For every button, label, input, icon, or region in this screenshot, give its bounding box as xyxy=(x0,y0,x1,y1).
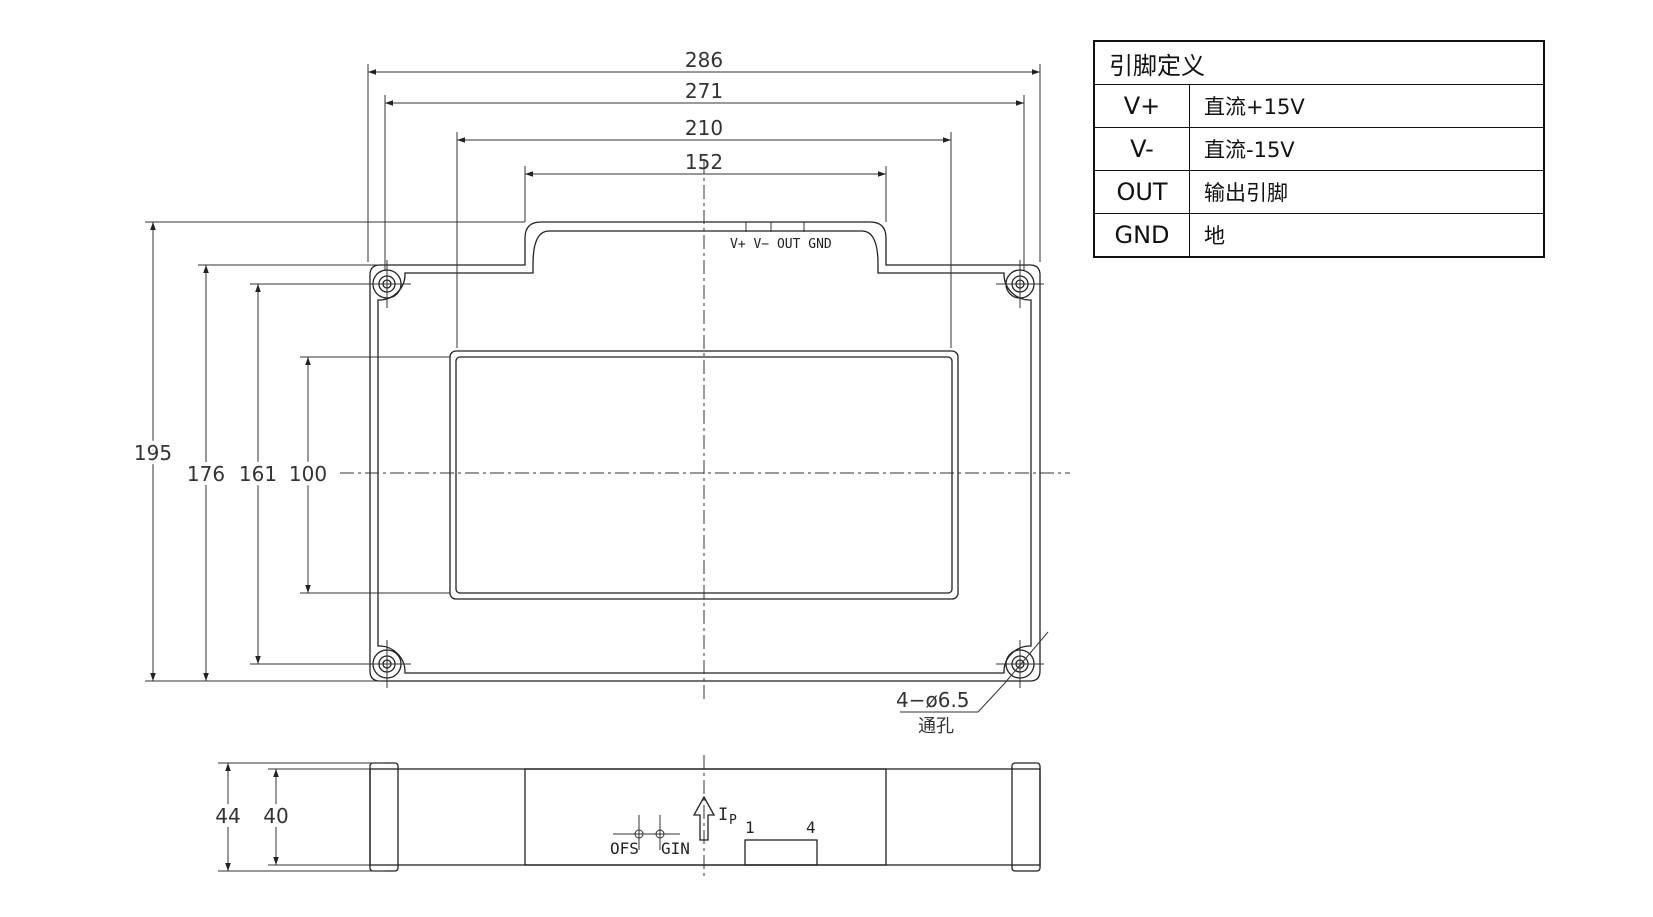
table-title: 引脚定义 xyxy=(1093,40,1545,85)
pin-name: V- xyxy=(1093,127,1190,171)
table-row: GND 地 xyxy=(1093,213,1545,258)
side-pin-block xyxy=(744,839,818,866)
top-view: V+ V− OUT GND xyxy=(340,160,1070,700)
pin-desc: 地 xyxy=(1189,213,1545,258)
table-title-row: 引脚定义 xyxy=(1093,40,1545,85)
table-row: OUT 输出引脚 xyxy=(1093,170,1545,214)
dim-161: 161 xyxy=(239,462,277,486)
dim-286: 286 xyxy=(685,48,723,72)
horizontal-dimensions: 286 271 210 152 xyxy=(367,48,1041,348)
dim-176: 176 xyxy=(187,462,225,486)
dim-40: 40 xyxy=(263,804,288,828)
pin-desc: 直流-15V xyxy=(1189,127,1545,171)
side-lug-left xyxy=(369,762,399,872)
side-body xyxy=(369,768,1041,866)
dim-195: 195 xyxy=(134,441,172,465)
hole-callout: 4−ø6.5 通孔 xyxy=(896,631,1049,737)
current-arrow xyxy=(692,795,716,841)
dim-152: 152 xyxy=(685,150,723,174)
vertical-dimensions: 195 176 161 100 xyxy=(130,221,525,682)
hole-note: 4−ø6.5 xyxy=(896,688,970,712)
pin-name: OUT xyxy=(1093,170,1190,214)
hole-note-sub: 通孔 xyxy=(918,716,954,737)
dim-100: 100 xyxy=(289,462,327,486)
side-lug-right xyxy=(1011,762,1041,872)
dim-271: 271 xyxy=(685,79,723,103)
pin-desc: 直流+15V xyxy=(1189,84,1545,128)
gin-label: GIN xyxy=(661,839,690,858)
side-view: I P 1 4 OFS GIN 44 40 xyxy=(211,755,1041,878)
ip-i: I xyxy=(718,805,728,825)
pin-definition-table: 引脚定义 V+ 直流+15V V- 直流-15V OUT 输出引脚 GND 地 xyxy=(1093,40,1545,258)
dim-210: 210 xyxy=(685,116,723,140)
ofs-label: OFS xyxy=(610,839,639,858)
pin1-label: 1 xyxy=(745,818,755,837)
table-row: V+ 直流+15V xyxy=(1093,84,1545,128)
outer-outline xyxy=(369,221,1041,682)
pin-name: V+ xyxy=(1093,84,1190,128)
dim-44: 44 xyxy=(215,804,240,828)
table-row: V- 直流-15V xyxy=(1093,127,1545,171)
pin-desc: 输出引脚 xyxy=(1189,170,1545,214)
ip-p: P xyxy=(729,813,737,828)
side-connector-housing xyxy=(524,768,887,866)
inner-outline xyxy=(377,230,1032,674)
connector-labels: V+ V− OUT GND xyxy=(730,237,832,252)
pin-name: GND xyxy=(1093,213,1190,258)
pin4-label: 4 xyxy=(806,818,816,837)
